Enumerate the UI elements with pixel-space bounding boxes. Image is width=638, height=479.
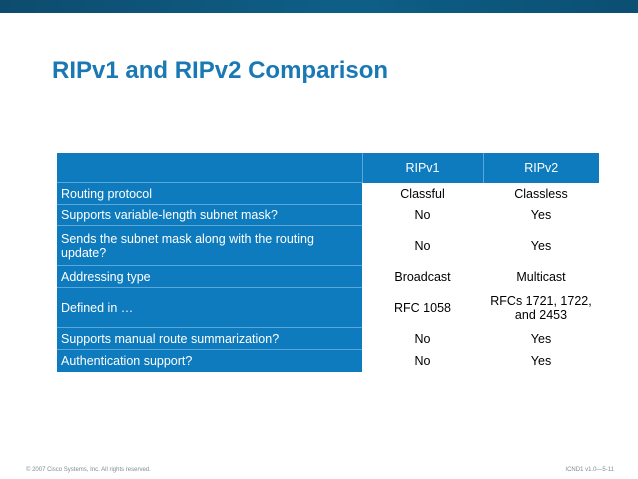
row-label: Routing protocol (57, 182, 362, 205)
row-label: Supports variable-length subnet mask? (57, 204, 362, 226)
ripv2-value: Multicast (483, 265, 599, 288)
copyright-notice: © 2007 Cisco Systems, Inc. All rights re… (26, 467, 151, 473)
ripv1-value: No (362, 349, 483, 372)
ripv1-value: Classful (362, 182, 483, 205)
ripv2-value: Yes (483, 349, 599, 372)
table-row: Supports manual route summarization? No … (57, 327, 599, 350)
table-row: Sends the subnet mask along with the rou… (57, 225, 599, 266)
table-row: Addressing type Broadcast Multicast (57, 265, 599, 288)
row-label: Authentication support? (57, 349, 362, 372)
header-ripv2: RIPv2 (483, 153, 599, 183)
row-label: Supports manual route summarization? (57, 327, 362, 350)
ripv2-value: RFCs 1721, 1722, and 2453 (483, 287, 599, 328)
table-row: Defined in … RFC 1058 RFCs 1721, 1722, a… (57, 287, 599, 328)
row-label: Defined in … (57, 287, 362, 328)
ripv1-value: No (362, 225, 483, 266)
ripv2-value: Yes (483, 327, 599, 350)
ripv1-value: No (362, 204, 483, 226)
row-label: Addressing type (57, 265, 362, 288)
header-corner-cell (57, 153, 363, 183)
slide-title: RIPv1 and RIPv2 Comparison (52, 57, 389, 84)
table-row: Authentication support? No Yes (57, 349, 599, 372)
ripv2-value: Classless (483, 182, 599, 205)
ripv2-value: Yes (483, 204, 599, 226)
ripv1-value: RFC 1058 (362, 287, 483, 328)
row-label: Sends the subnet mask along with the rou… (57, 225, 362, 266)
comparison-table: RIPv1 RIPv2 Routing protocol Classful Cl… (57, 153, 599, 372)
table-header-row: RIPv1 RIPv2 (57, 153, 599, 183)
ripv1-value: No (362, 327, 483, 350)
ripv2-value: Yes (483, 225, 599, 266)
table-row: Supports variable-length subnet mask? No… (57, 204, 599, 226)
course-reference: ICND1 v1.0—5-11 (565, 467, 614, 473)
header-ripv1: RIPv1 (362, 153, 484, 183)
ripv1-value: Broadcast (362, 265, 483, 288)
table-row: Routing protocol Classful Classless (57, 182, 599, 205)
top-banner-bar (0, 0, 638, 13)
